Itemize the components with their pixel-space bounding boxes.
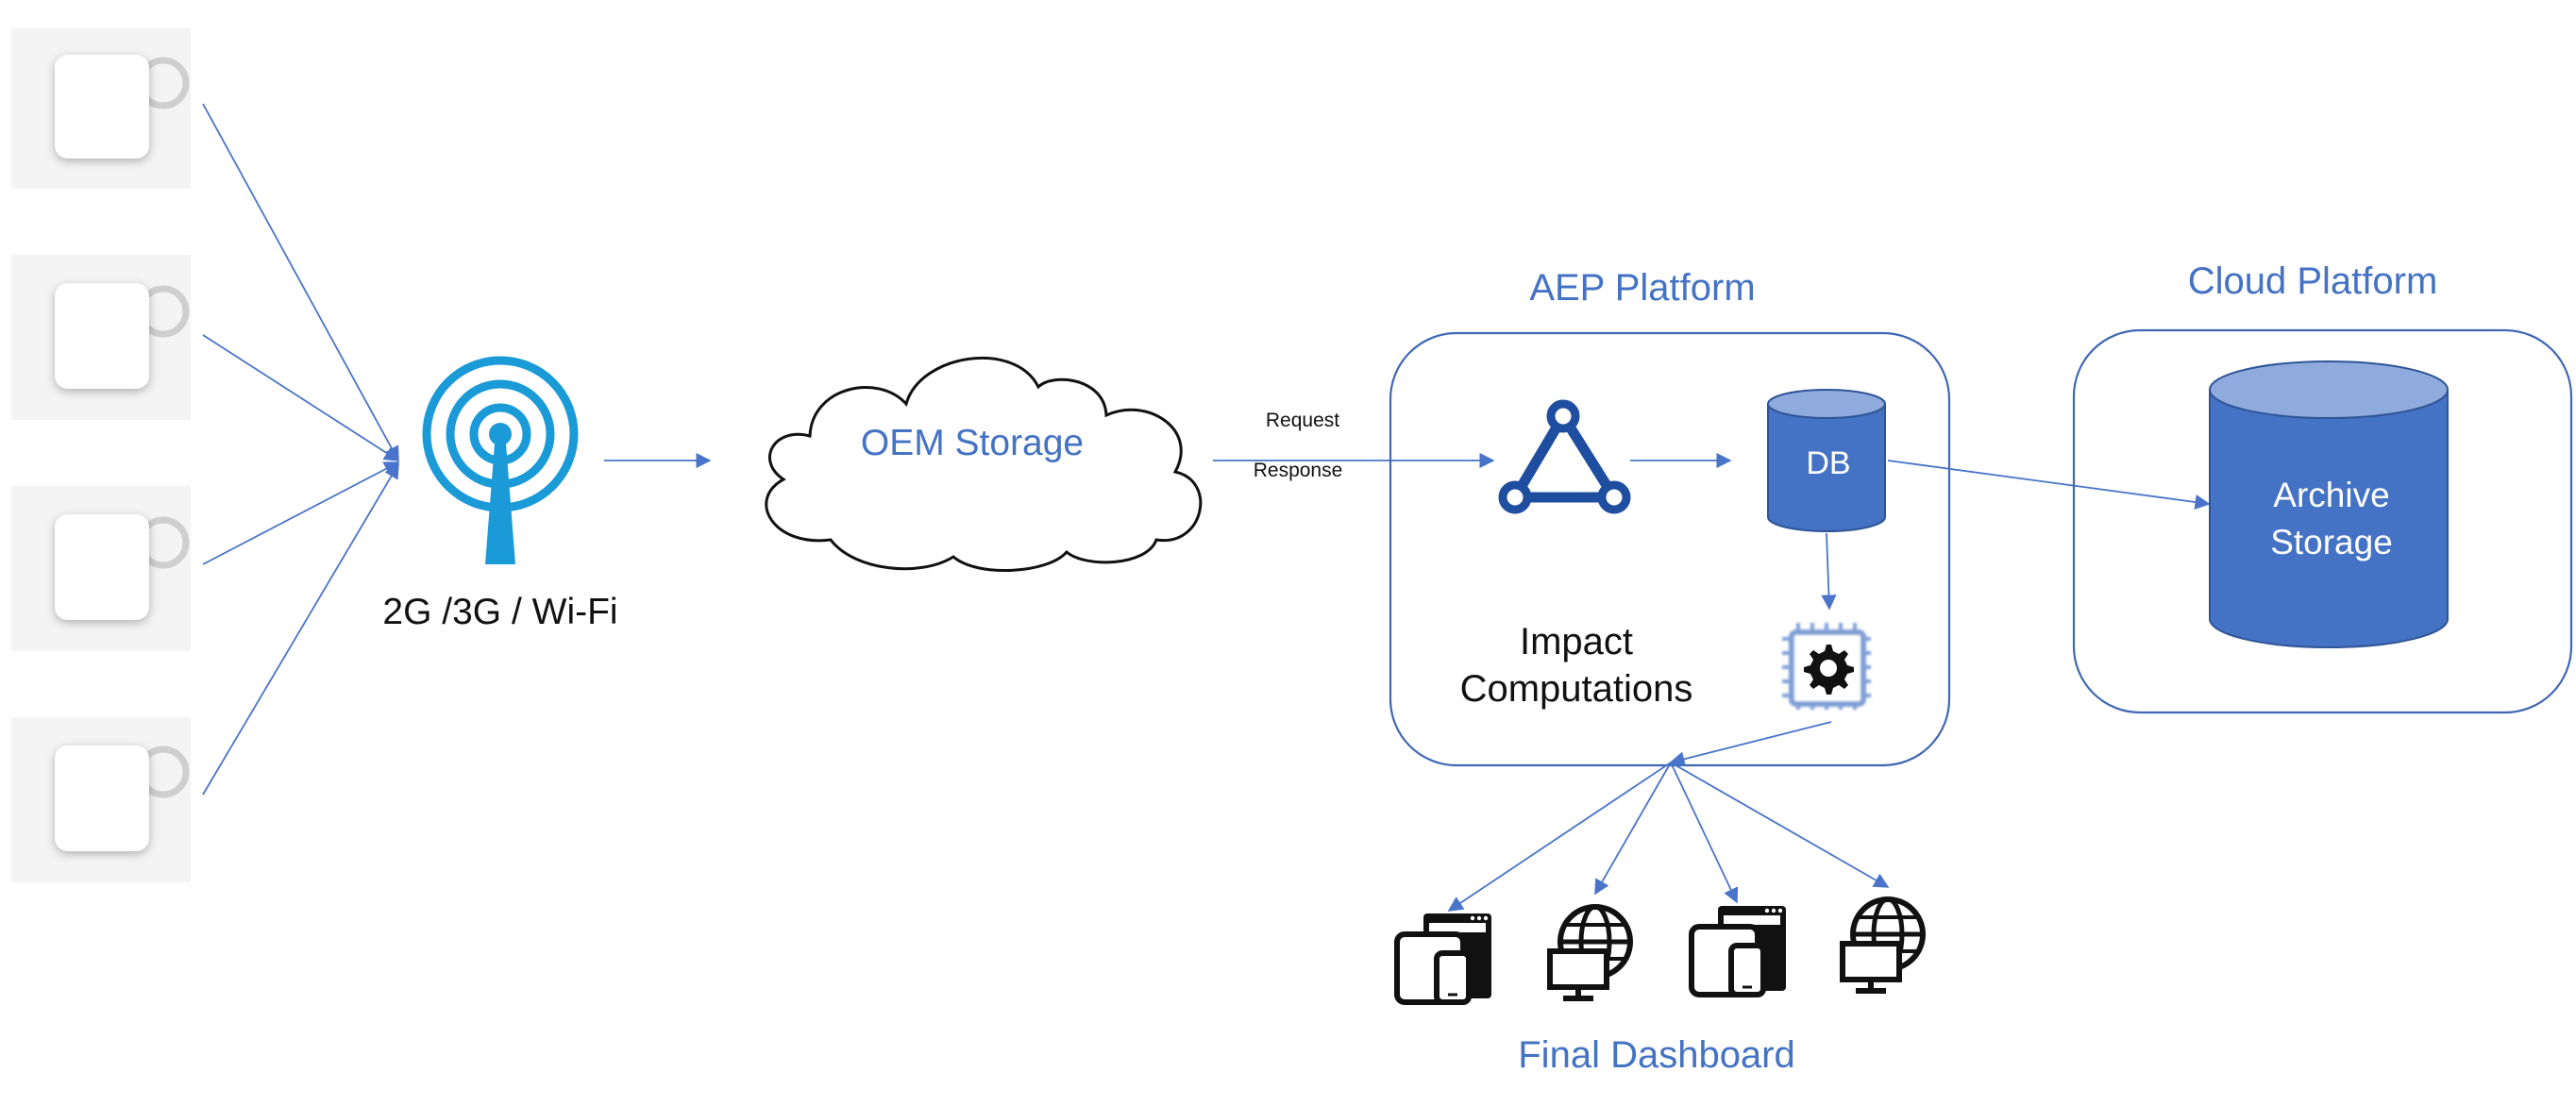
response-label: Response: [1253, 460, 1343, 481]
sensor-device-3: [11, 486, 191, 651]
cloud-icon: [765, 356, 1203, 572]
antenna-icon: [422, 356, 579, 564]
network-hub-icon: [1498, 399, 1631, 514]
processor-gear-icon: [1782, 623, 1871, 710]
sensor-device-1: [11, 28, 191, 189]
web-globe-icon: [1840, 897, 1926, 994]
oem-storage-label: OEM Storage: [860, 423, 1085, 463]
sensor-device-4: [11, 717, 191, 882]
devices-icon: [1394, 913, 1491, 1005]
cloud-platform-box: [2072, 328, 2573, 714]
devices-icon: [1689, 906, 1786, 997]
db-to-archive-arrow: [1887, 460, 2211, 511]
web-globe-icon: [1547, 904, 1633, 1001]
db-to-processor-arrow: [1821, 532, 1837, 611]
final-dashboard-title: Final Dashboard: [1518, 1034, 1795, 1076]
antenna-label: 2G /3G / Wi-Fi: [382, 592, 618, 632]
request-label: Request: [1265, 410, 1340, 431]
archive-storage-label: Archive Storage: [2270, 476, 2393, 561]
cloud-platform-title: Cloud Platform: [2187, 260, 2438, 302]
db-cylinder: [1767, 389, 1886, 532]
impact-computations-label: Impact Computations: [1459, 621, 1693, 710]
archive-storage-cylinder: [2209, 360, 2449, 648]
sensor-device-2: [11, 255, 191, 420]
processor-to-dashboard-arrow: [1669, 721, 1832, 767]
aep-platform-title: AEP Platform: [1529, 267, 1756, 309]
db-label: DB: [1806, 445, 1851, 481]
device-links: [202, 103, 400, 796]
dashboard-links: [1447, 762, 1890, 912]
